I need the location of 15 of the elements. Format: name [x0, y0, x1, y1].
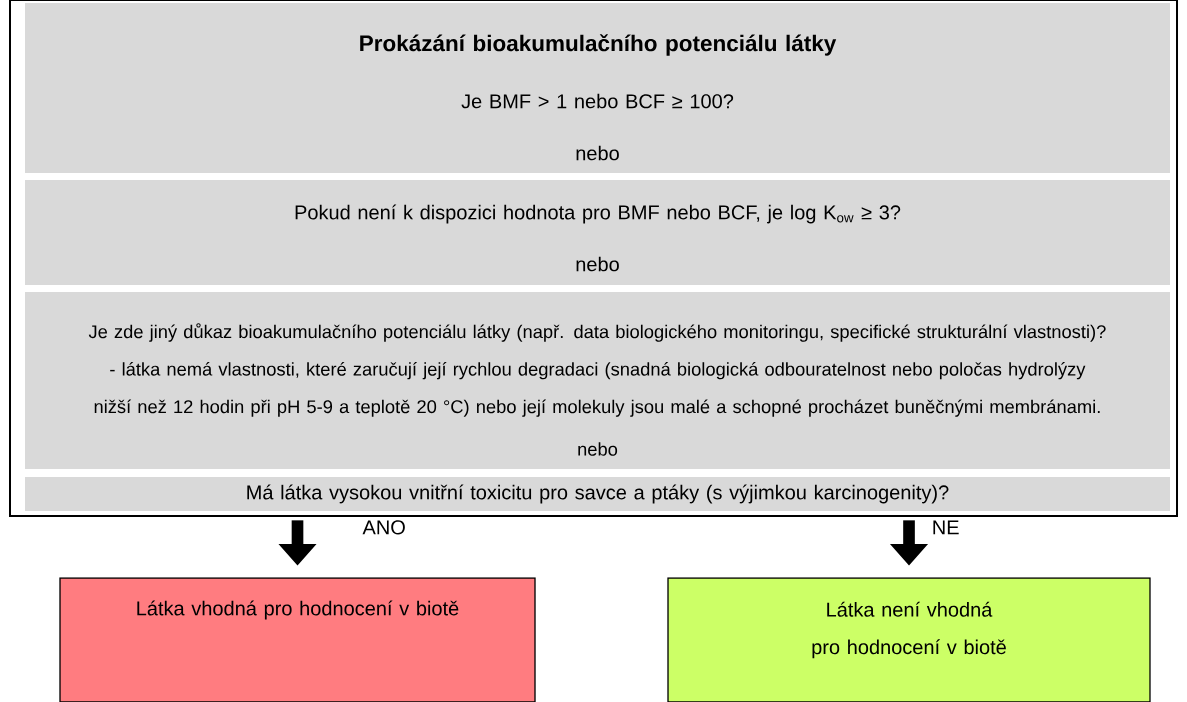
result-text: Látka není vhodná pro hodnocení v biotě	[812, 601, 1006, 659]
edge-label: NE	[933, 520, 959, 535]
question-text: Pokud není k dispozici hodnota pro BMF nebo BCF, je log K$_{ow}$ ≥ 3?	[295, 204, 901, 224]
connector-word: nebo	[576, 145, 619, 161]
question-text: Je BMF > 1 nebo BCF ≥ 100?	[461, 93, 734, 109]
question-text: Má látka vysokou vnitřní toxicitu pro savce a ptáky (s výjimkou karcinogenity)?	[247, 484, 949, 504]
result-box	[59, 577, 536, 702]
frame-box	[9, 0, 1178, 517]
heading: Prokázání bioakumulačního potenciálu látky	[360, 34, 837, 56]
connector-word: nebo	[578, 442, 618, 456]
question-text: Je zde jiný důkaz bioakumulačního potenciálu látky (např. data biologického monitoringu, specifické strukturální vlastnosti)? - látka nemá vlastnosti, které zaručují její rychlou degradaci (snadná biologická odbouratelnost nebo poločas hydrolýzy nižší než 12 hodin při pH 5-9 a teplotě 20 °C) nebo její molekuly jsou malé a schopné procházet buněčnými membránami.	[88, 323, 1106, 417]
result-box	[667, 577, 1151, 702]
result-text: Látka vhodná pro hodnocení v biotě	[137, 600, 459, 620]
connector-word: nebo	[576, 256, 619, 272]
edge-label: ANO	[362, 520, 405, 535]
